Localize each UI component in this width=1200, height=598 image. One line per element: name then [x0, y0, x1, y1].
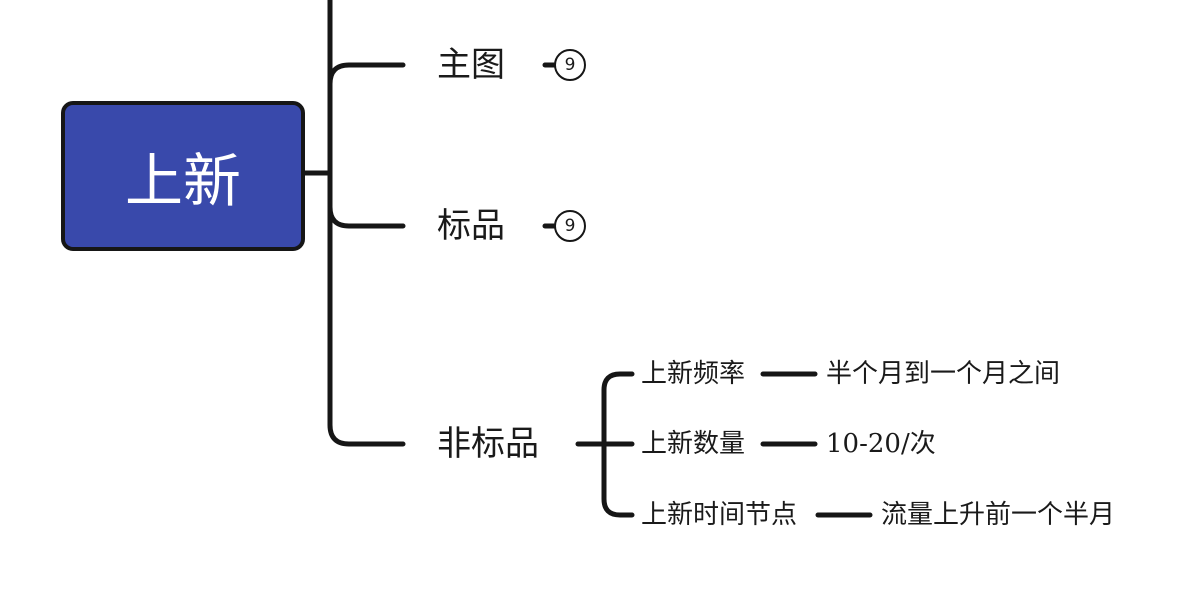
connector-branch-main-image [327, 62, 406, 87]
connector-bracket [601, 371, 635, 518]
leaf-node-quantity[interactable]: 上新数量 [641, 429, 745, 459]
collapsed-count-badge[interactable]: 9 [554, 210, 586, 242]
branch-node-nonstandard[interactable]: 非标品 [437, 424, 539, 464]
leaf-label: 上新时间节点 [641, 500, 798, 530]
connector-trunk [327, 0, 406, 447]
badge-count: 9 [564, 215, 576, 236]
root-label: 上新 [124, 147, 241, 215]
badge-count: 9 [564, 54, 576, 75]
value-node-timing[interactable]: 流量上升前一个半月 [881, 500, 1115, 530]
branch-label: 非标品 [437, 424, 539, 464]
leaf-node-frequency[interactable]: 上新频率 [641, 359, 745, 389]
value-label: 流量上升前一个半月 [881, 500, 1116, 530]
branch-node-main-image[interactable]: 主图 [437, 45, 505, 85]
connector-branch-standard [327, 204, 406, 229]
leaf-label: 上新频率 [641, 359, 746, 389]
branch-label: 标品 [437, 206, 505, 246]
branch-node-standard[interactable]: 标品 [437, 206, 505, 246]
value-label: 10-20/次 [826, 429, 936, 459]
value-node-quantity[interactable]: 10-20/次 [826, 429, 936, 459]
collapsed-count-badge[interactable]: 9 [554, 49, 586, 81]
leaf-label: 上新数量 [641, 429, 746, 459]
leaf-node-timing[interactable]: 上新时间节点 [641, 500, 797, 530]
value-label: 半个月到一个月之间 [826, 359, 1061, 389]
value-node-frequency[interactable]: 半个月到一个月之间 [826, 359, 1060, 389]
branch-label: 主图 [437, 45, 505, 85]
root-node[interactable]: 上新 [61, 101, 305, 251]
